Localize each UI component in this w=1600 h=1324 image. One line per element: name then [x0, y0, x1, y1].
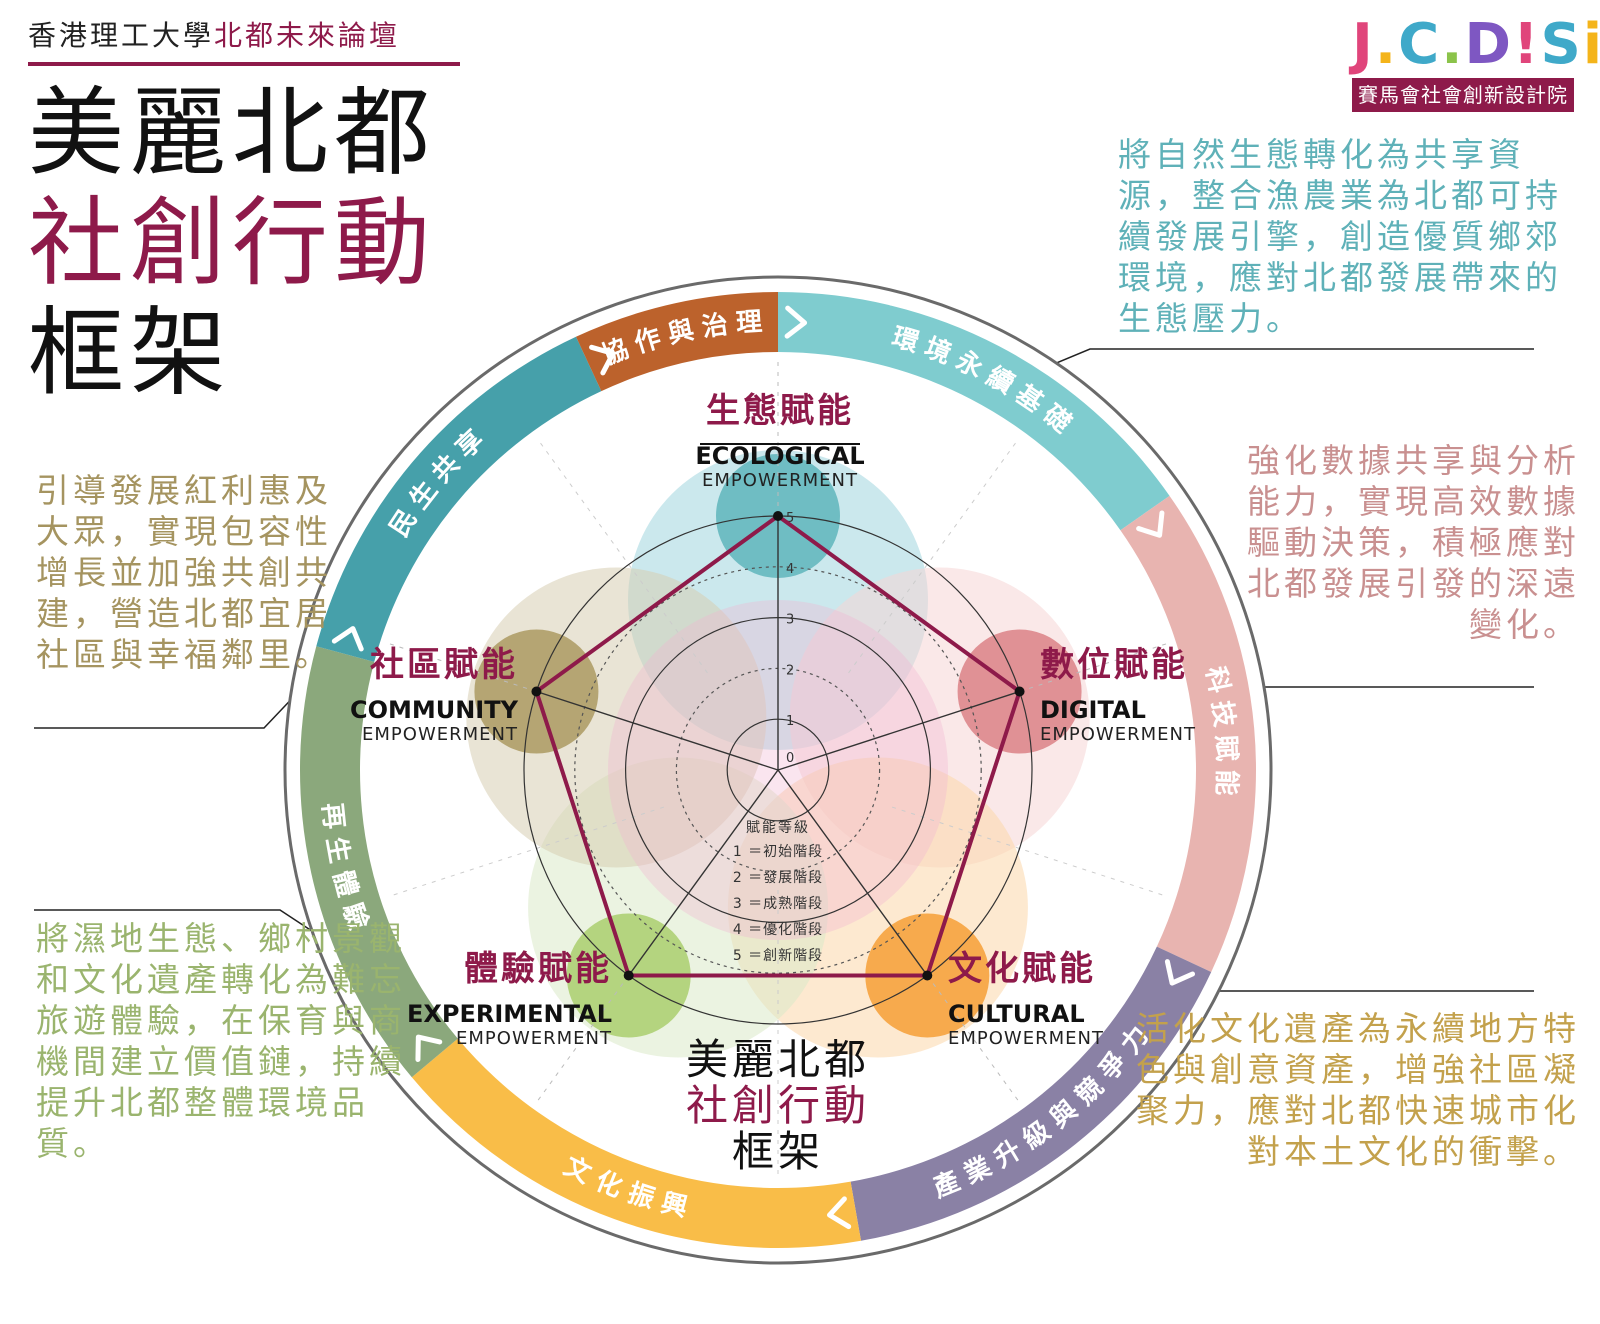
scale-tick-label: 3: [786, 613, 794, 628]
ring-segment-label-char: 生: [320, 835, 354, 866]
ring-segment-label-char: 科: [1200, 664, 1235, 696]
legend-item: 1 ＝初始階段: [733, 843, 823, 860]
axis-label-en: ECOLOGICAL: [695, 442, 864, 470]
legend-item: 4 ＝優化階段: [733, 922, 823, 938]
ring-segment: [300, 646, 458, 1078]
outer-guide-line: [387, 642, 537, 692]
radar-point: [922, 970, 933, 981]
ecological-description: 將自然生態轉化為共享資源，整合漁農業為北都可持續發展引擎，創造優質鄉郊環境，應對…: [1118, 135, 1562, 338]
forum-name: 北都未來論壇: [214, 19, 401, 52]
axis-label-en-sub: EMPOWERMENT: [456, 1028, 612, 1049]
ring-segment: [850, 946, 1212, 1241]
community-description: 引導發展紅利惠及大眾，實現包容性增長並加強共創共建，營造北都宜居社區與幸福鄰里。: [36, 471, 332, 674]
legend-title: 賦能等級: [746, 819, 810, 836]
radar-point: [773, 511, 783, 521]
axis-label-en-sub: EMPOWERMENT: [948, 1028, 1104, 1049]
ring-segment-label-char: 治: [700, 310, 730, 343]
axis-label-zh: 生態賦能: [706, 391, 854, 431]
legend-item: 5 ＝創新階段: [733, 948, 823, 964]
ring-segment-label-char: 理: [735, 307, 763, 339]
outer-guide-line: [387, 806, 665, 898]
logo-letter: S: [1540, 12, 1583, 77]
axis-label-zh: 體驗賦能: [464, 949, 612, 989]
logo-mark: J.C.D!Si: [1352, 12, 1600, 77]
level-circle: [574, 566, 982, 974]
digital-description: 強化數據共享與分析能力，實現高效數據驅動決策，積極應對北都發展引發的深遠變化。: [1247, 441, 1580, 644]
legend-item: 3 ＝成熟階段: [733, 896, 823, 912]
axis-label-en-sub: EMPOWERMENT: [1040, 724, 1196, 745]
radar-point: [623, 970, 634, 981]
heading-rule: [28, 62, 460, 66]
outer-guide-line: [848, 438, 1020, 674]
ring-segment-label-char: 技: [1206, 699, 1239, 729]
legend-item: 2 ＝發展階段: [733, 870, 823, 886]
radar-point: [1014, 686, 1025, 697]
logo-letter: .: [1374, 12, 1399, 77]
axis-label-en: CULTURAL: [948, 1000, 1085, 1028]
ring-segment-label-char: 與: [665, 315, 697, 350]
axis-label-en-sub: EMPOWERMENT: [702, 470, 858, 491]
experiential-description: 將濕地生態、鄉村景觀和文化遺產轉化為難忘旅遊體驗，在保育與商機間建立價值鏈，持續…: [36, 919, 406, 1163]
logo-letter: .: [1441, 12, 1465, 77]
cultural-description: 活化文化遺產為永續地方特色與創意資產，增強社區凝聚力，應對北都快速城市化對本土文…: [1136, 1009, 1580, 1171]
scale-tick-label: 0: [786, 751, 794, 766]
ring-segment: [316, 336, 602, 662]
outer-guide-line: [536, 438, 708, 674]
title-line-1: 美麗北都: [28, 77, 436, 189]
chevron-icon: [1136, 510, 1165, 538]
axis-label-zh: 社區賦能: [370, 645, 518, 685]
center-title-line: 社創行動: [686, 1081, 870, 1130]
scale-tick-label: 1: [786, 714, 794, 729]
chevron-icon: [331, 626, 364, 652]
ring-segment: [778, 292, 1170, 531]
axis-line: [777, 690, 1020, 771]
org-name: 香港理工大學: [28, 19, 215, 52]
radar-point: [531, 686, 542, 697]
axis-label-zh: 文化賦能: [948, 949, 1096, 989]
logo-letter: i: [1582, 12, 1600, 77]
axis-label-en: COMMUNITY: [350, 696, 519, 724]
title-line-3: 框架: [28, 297, 232, 409]
scale-tick-label: 2: [786, 663, 794, 678]
logo-letter: !: [1513, 12, 1541, 77]
inner-area: 012345生態賦能ECOLOGICALEMPOWERMENT數位賦能DIGIT…: [350, 360, 1196, 1180]
radar-series-outline: [534, 513, 1022, 978]
ring-segment-label-char: 能: [1210, 769, 1242, 796]
chevron-icon: [589, 344, 616, 376]
chevron-icon: [415, 1034, 443, 1062]
chevron-icon: [784, 305, 808, 339]
outer-guide-line: [891, 806, 1169, 898]
ring-segment: [1120, 495, 1256, 973]
ring-segment: [575, 292, 778, 392]
logo-subtitle: 賽馬會社會創新設計院: [1352, 78, 1574, 112]
axis-label-en: EXPERIMENTAL: [407, 1000, 612, 1028]
scale-tick-label: 4: [786, 562, 794, 577]
outer-guide-line: [536, 975, 630, 1102]
outer-guide-line: [926, 975, 1020, 1102]
scale-tick-label: 5: [786, 511, 794, 526]
outer-guide-line: [1019, 642, 1169, 692]
axis-label-en-sub: EMPOWERMENT: [362, 724, 518, 745]
ring-segment-label-char: 賦: [1210, 734, 1241, 761]
jcdisi-logo: J.C.D!Si 賽馬會社會創新設計院: [1352, 12, 1600, 112]
logo-letter: D: [1464, 12, 1513, 77]
logo-letter: C: [1398, 12, 1442, 77]
axis-line: [536, 690, 779, 771]
center-title-line: 美麗北都: [686, 1035, 870, 1084]
axis-label-zh: 數位賦能: [1040, 645, 1188, 685]
title-line-2: 社創行動: [28, 187, 436, 299]
chevron-icon: [826, 1196, 852, 1230]
axis-line: [628, 769, 779, 976]
ring-segment: [411, 1038, 862, 1248]
logo-letter: J: [1352, 12, 1375, 77]
chevron-icon: [1164, 959, 1196, 986]
axis-line: [777, 769, 928, 976]
axis-label-en: DIGITAL: [1040, 696, 1146, 724]
ring-segment-label-char: 再: [316, 802, 349, 831]
center-title-line: 框架: [732, 1127, 824, 1176]
forum-heading: 香港理工大學北都未來論壇: [28, 14, 400, 54]
